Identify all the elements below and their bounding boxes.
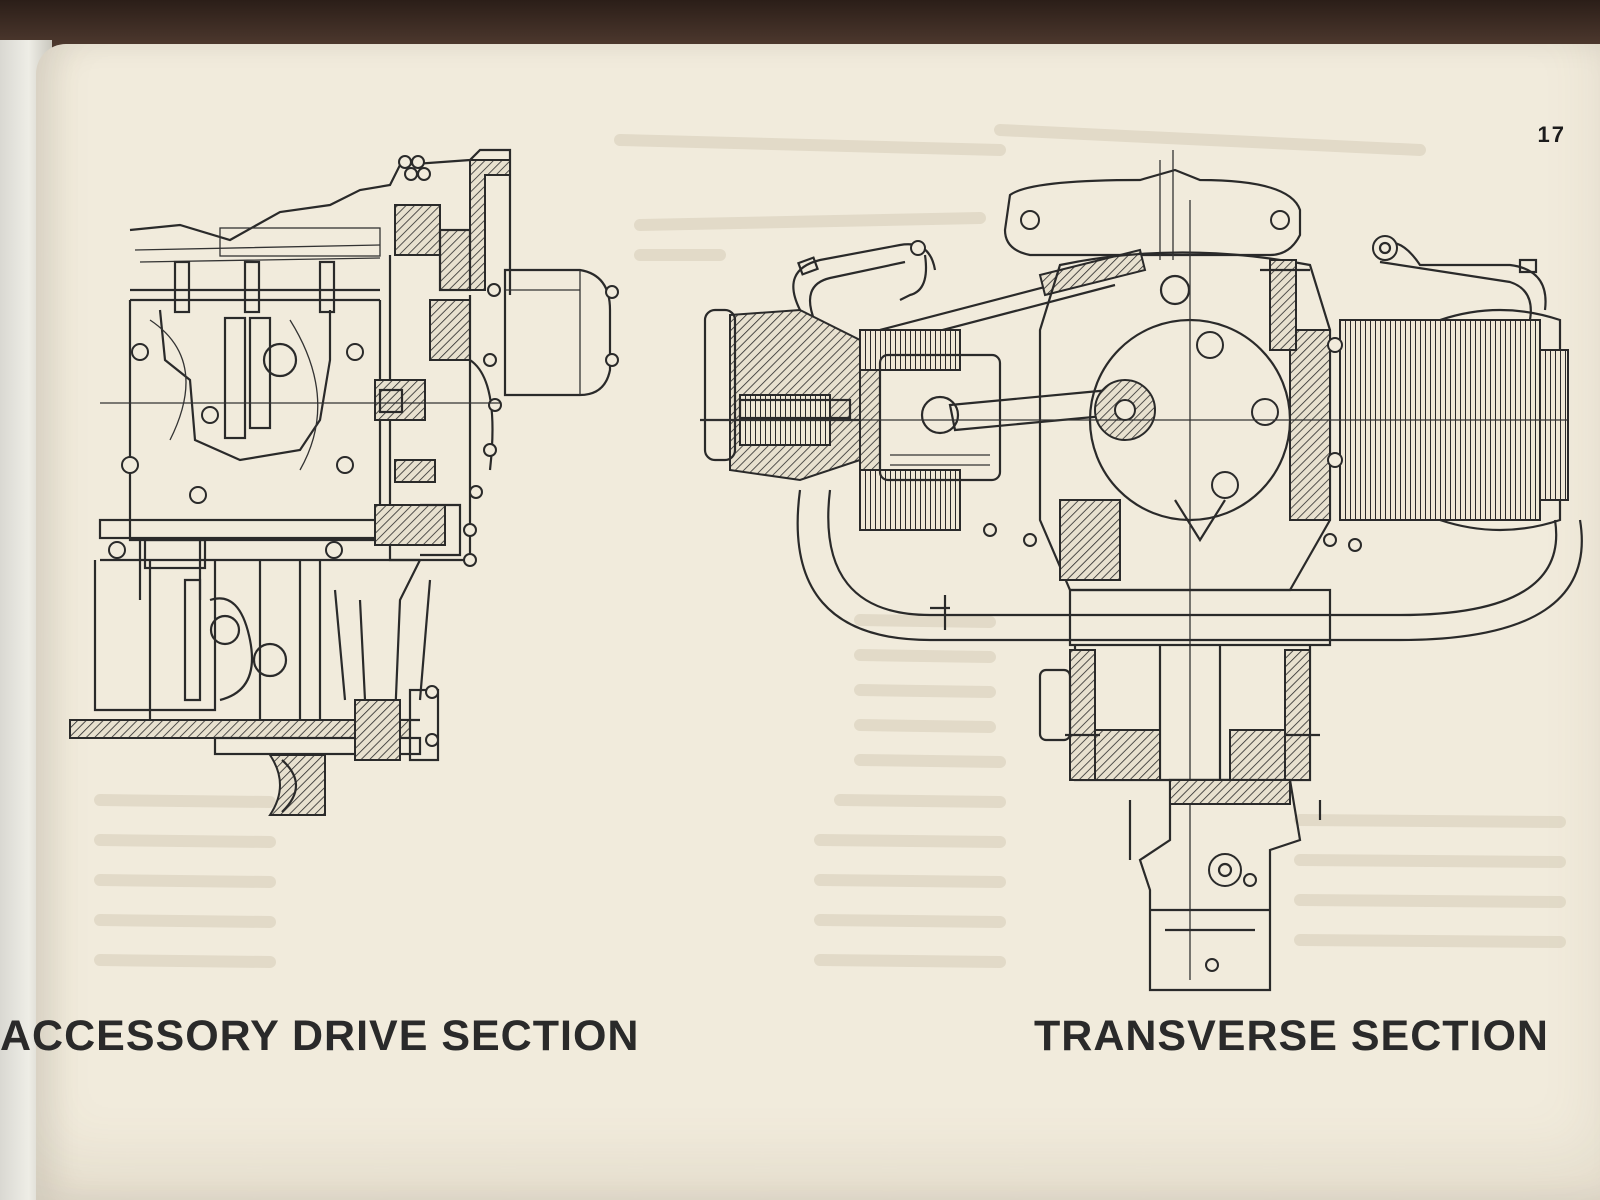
book-page: 17 <box>36 44 1600 1200</box>
accessory-drive-section-drawing <box>69 148 619 816</box>
transverse-section-drawing <box>700 150 1583 992</box>
page-number: 17 <box>1537 122 1566 147</box>
figure-caption-accessory-drive: ACCESSORY DRIVE SECTION <box>0 1012 640 1060</box>
figure-caption-transverse: TRANSVERSE SECTION <box>1034 1012 1549 1060</box>
